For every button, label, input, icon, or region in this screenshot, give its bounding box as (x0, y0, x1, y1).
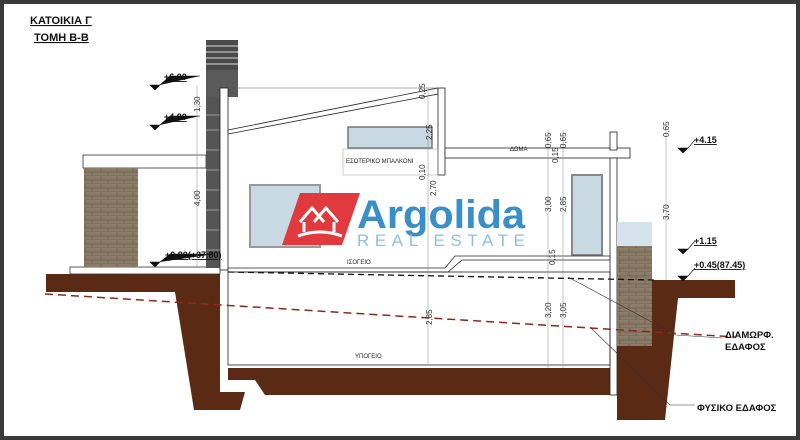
natural-ground-line (44, 293, 736, 338)
dim-label: 3,20 (544, 302, 553, 318)
dim-label: 0,15 (548, 249, 557, 265)
dim-label: 1,30 (193, 96, 202, 112)
dimension-lines (196, 86, 667, 368)
earth-right (617, 280, 735, 420)
dimension-labels: 1,30 4,00 0,25 2,25 0,10 2,70 2,85 0,65 … (193, 83, 671, 325)
roof-deck (444, 147, 631, 159)
dim-label: 0,65 (559, 132, 568, 148)
level-label: +6.00 (164, 72, 187, 82)
dim-label: 0,15 (551, 147, 560, 163)
dim-label: 2,25 (425, 124, 434, 140)
natural-leader (589, 326, 695, 406)
glass-railing (617, 222, 652, 246)
basement-label: ΥΠΟΓΕΙΟ (355, 354, 382, 360)
level-label: +0.80(+87.80) (165, 250, 222, 260)
chimney-cap (206, 40, 238, 70)
roof-label: ΔΩΜΑ (510, 147, 528, 153)
natural-ground-note: ΦΥΣΙΚΟ ΕΔΑΦΟΣ (697, 403, 777, 414)
graded-ground-note-1: ΔΙΑΜΩΡΦ. (725, 330, 774, 341)
drawing-title: ΚΑΤΟΙΚΙΑ Γ (30, 15, 92, 27)
wall-left (219, 87, 229, 271)
section-title: ΤΟΜΗ Β-Β (34, 32, 89, 44)
graded-ground-line (227, 271, 656, 281)
dim-label: 4,00 (193, 190, 202, 206)
door-right (571, 174, 603, 256)
dim-label: 3,70 (662, 204, 671, 220)
dim-label: 3,00 (544, 196, 553, 212)
dim-label: 2,85 (425, 309, 434, 325)
wall-right (609, 157, 618, 396)
dim-label: 0,65 (662, 121, 671, 137)
interior-balcony (342, 148, 439, 176)
dim-label: 2,85 (559, 196, 568, 212)
graded-leader (567, 276, 723, 339)
basement-room (227, 271, 611, 366)
level-markers: +6.00 +4.80 +0.80(+87.80) +4.15 +1.15 +0… (149, 72, 745, 282)
watermark-logo: Argolida REAL ESTATE (282, 193, 526, 250)
dim-label: 0,10 (418, 164, 427, 180)
ground-floor-label: ΙΣΟΓΕΙΟ (347, 260, 371, 266)
level-label: +4.80 (164, 112, 187, 122)
canopy (82, 154, 207, 169)
watermark-name: Argolida (357, 193, 526, 237)
balcony-label: ΕΣΩΤΕΡΙΚΟ ΜΠΑΛΚΟΝΙ (346, 159, 414, 165)
dim-label: 3,05 (559, 302, 568, 318)
graded-ground-note-2: ΕΔΑΦΟΣ (725, 342, 766, 353)
earth-left (46, 274, 245, 410)
terrace-slab (69, 266, 221, 275)
level-label: +0.45(87.45) (694, 260, 745, 270)
dim-label: 0,65 (544, 132, 553, 148)
basement-slab (228, 368, 612, 395)
chimney-column (206, 97, 220, 268)
level-label: +1.15 (694, 236, 717, 246)
dim-label: 2,70 (429, 180, 438, 196)
watermark-sub: REAL ESTATE (357, 231, 525, 250)
upper-wall (437, 87, 446, 176)
clerestory-window (347, 126, 433, 149)
stone-pillar (84, 168, 138, 267)
level-label: +4.15 (694, 135, 717, 145)
dim-label: 0,25 (418, 83, 427, 99)
